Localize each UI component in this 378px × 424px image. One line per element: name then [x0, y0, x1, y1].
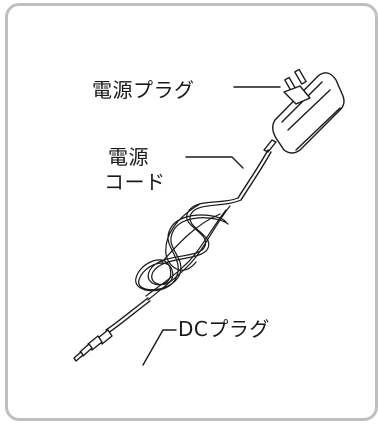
label-power-plug: 電源プラグ [92, 78, 195, 102]
leader-line-power-cord [185, 156, 244, 169]
diagram-panel [5, 3, 378, 421]
label-power-cord-line1: 電源 [108, 145, 149, 169]
label-dc-plug: DCプラグ [178, 317, 270, 341]
power-cord-lower [105, 297, 149, 331]
power-cord-upper [237, 149, 269, 199]
leader-line-dc-plug [142, 329, 177, 366]
label-power-cord-line2: コード [104, 170, 166, 194]
power-adapter-body [272, 68, 345, 154]
adapter-strain-relief [263, 139, 277, 153]
dc-plug [73, 329, 113, 362]
coiled-cord-bundle [135, 197, 242, 301]
